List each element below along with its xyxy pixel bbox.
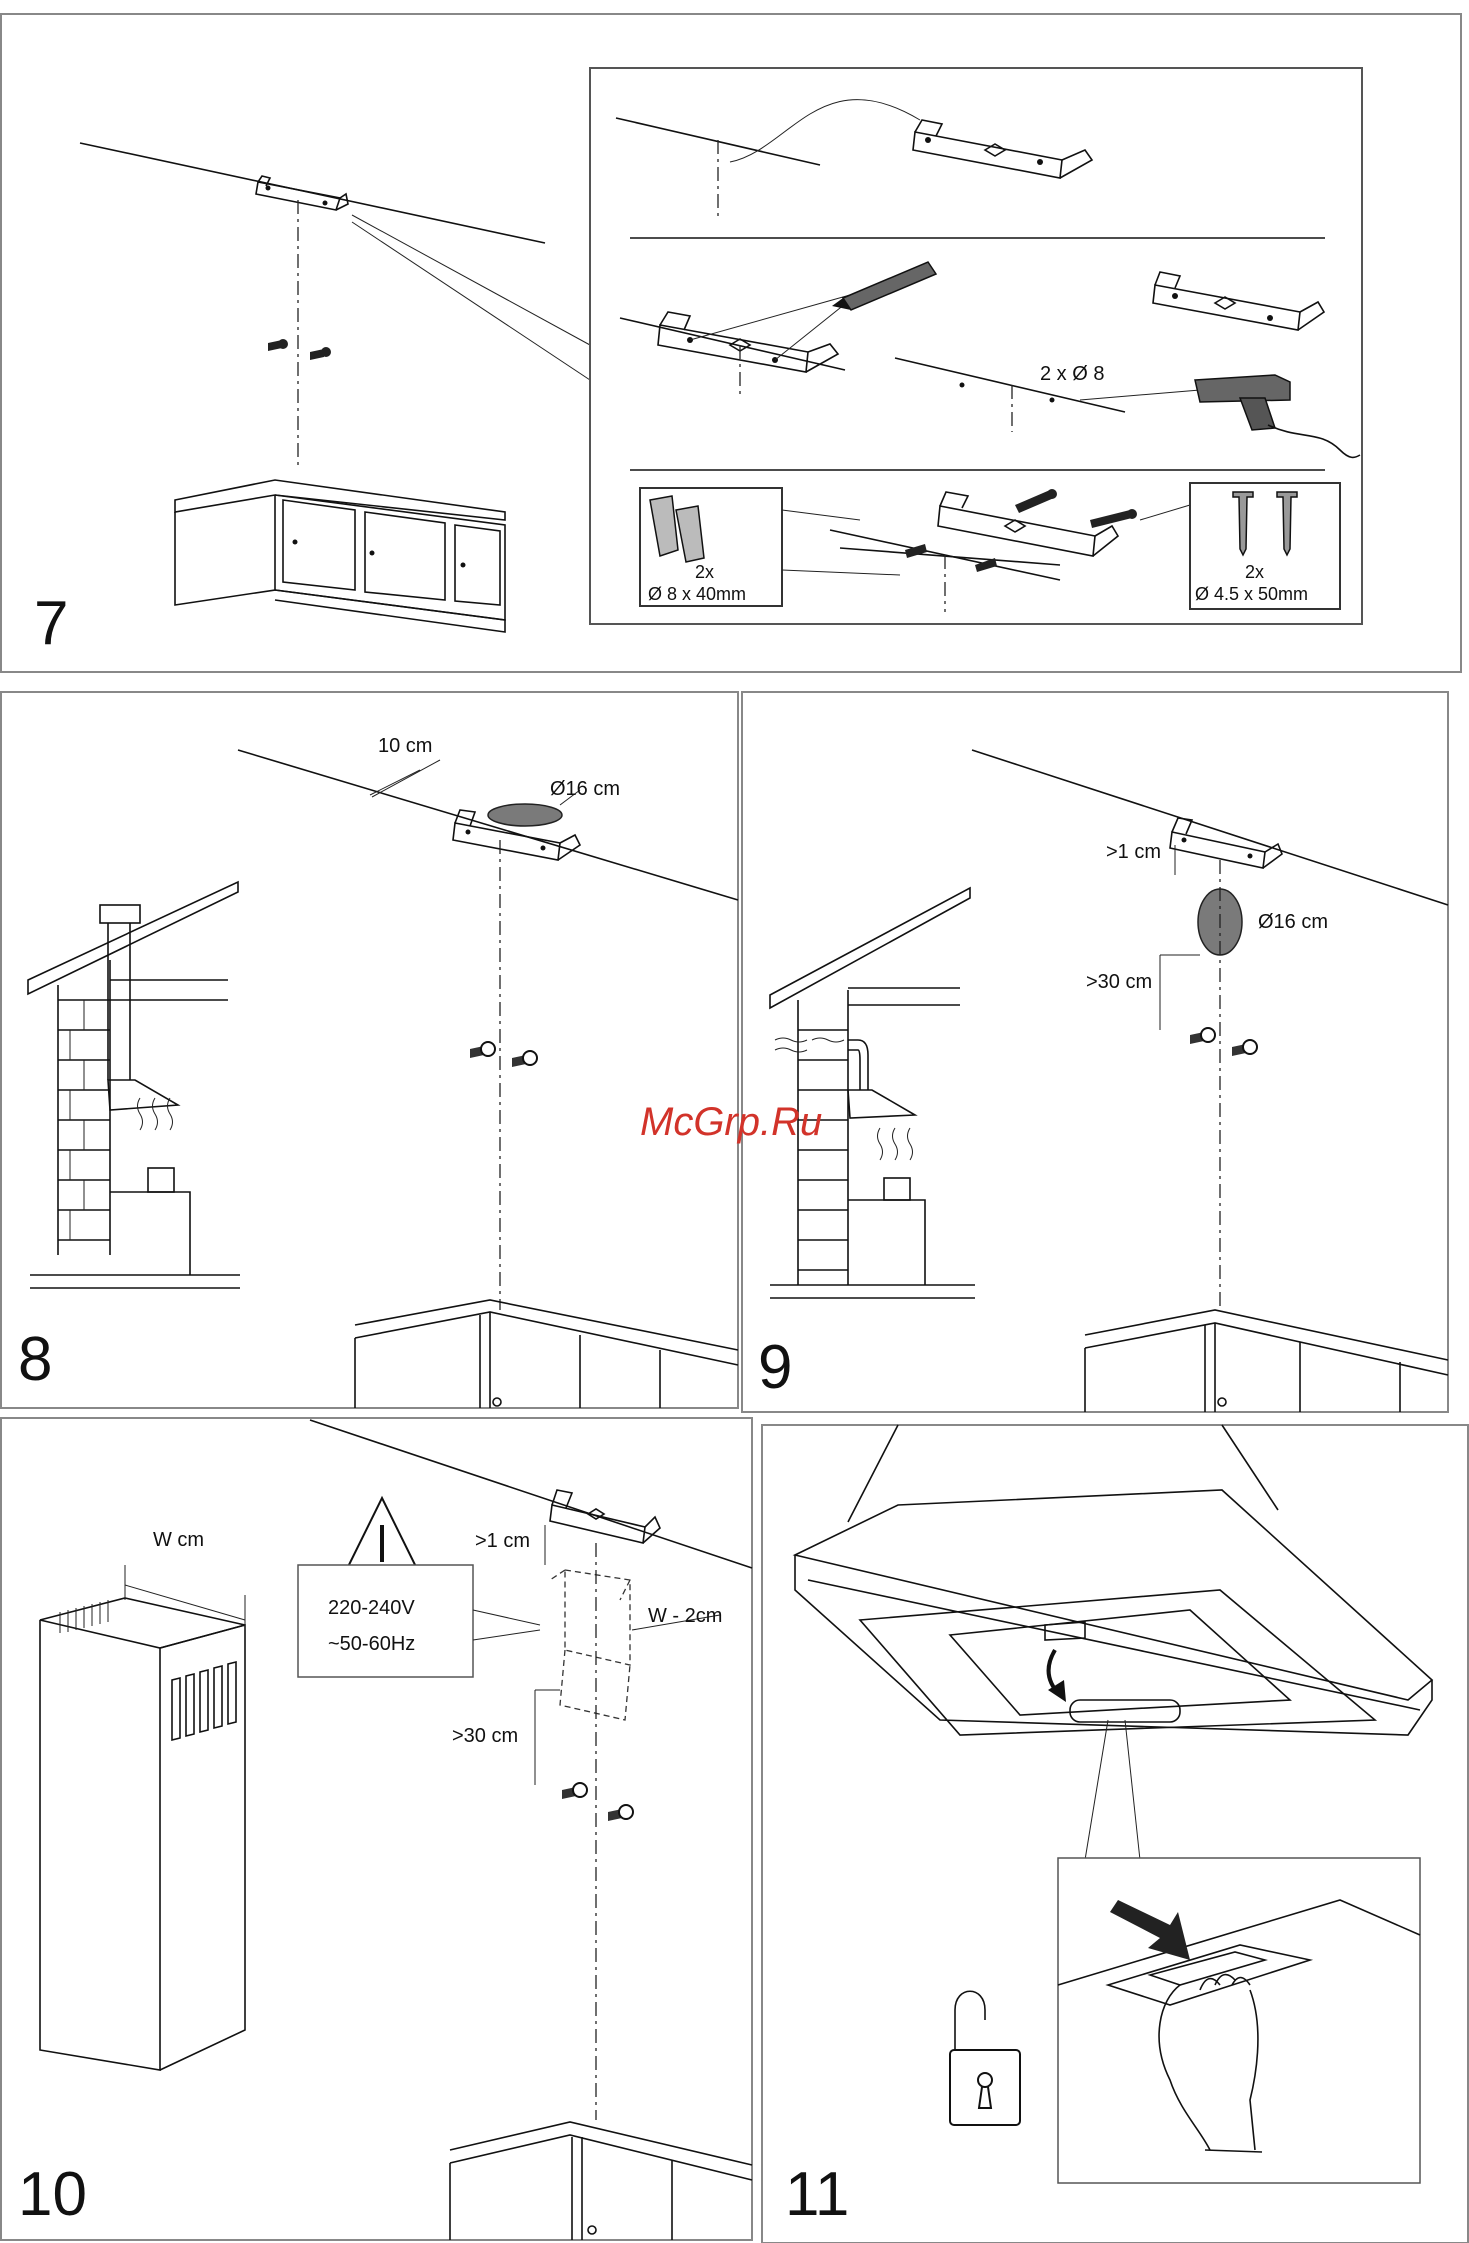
distance-label: >30 cm [452,1725,518,1747]
bracket-icon [256,176,348,210]
cabinet [450,2122,752,2240]
screw-icon [1190,1028,1257,1056]
screw-icon [268,339,331,360]
distance-label: >30 cm [1086,971,1152,993]
screws-qty-label: 2x [1245,562,1264,582]
gap-label: >1 cm [475,1530,530,1552]
cabinet [355,1300,738,1408]
step-number: 10 [18,2160,87,2229]
gap-label: >1 cm [1106,841,1161,863]
step-number: 7 [34,589,68,658]
chimney-cover [40,1598,245,2070]
box-width-label: W - 2cm [648,1605,722,1627]
step-7-panel: 7 [1,14,1461,672]
house-illustration [28,882,240,1288]
step-10-panel: W cm 220-240V ~50-60Hz >1 cm W - 2cm >30… [1,1418,752,2240]
screws-size-label: Ø 4.5 x 50mm [1195,584,1308,604]
step-number: 11 [785,2160,849,2229]
house-illustration [770,888,975,1298]
diameter-label: Ø16 cm [1258,911,1328,933]
offset-label: 10 cm [378,735,432,757]
diameter-label: Ø16 cm [550,778,620,800]
step-number: 8 [18,1325,52,1394]
bracket-icon [1170,818,1282,868]
voltage-label: 220-240V [328,1597,415,1619]
step-number: 9 [758,1333,792,1402]
screw-icon [562,1783,633,1821]
drill-size-label: 2 x Ø 8 [1040,363,1104,385]
screw-icon [470,1042,537,1067]
step-11-panel: 11 [762,1425,1468,2243]
zoom-detail [1058,1858,1420,2183]
step-7-detail: 2 x Ø 8 2x Ø 8 x 40mm [590,68,1362,624]
bracket-icon [550,1490,660,1543]
cabinet [175,480,505,632]
plugs-qty-label: 2x [695,562,714,582]
frequency-label: ~50-60Hz [328,1633,415,1655]
electric-box-area [550,1570,630,1720]
plugs-size-label: Ø 8 x 40mm [648,584,746,604]
step-9-panel: >1 cm Ø16 cm >30 cm [742,692,1448,1412]
width-label: W cm [153,1529,204,1551]
unlock-icon [950,1991,1020,2125]
duct-hole [488,804,562,826]
watermark: McGrp.Ru [640,1100,822,1144]
step-8-panel: 10 cm Ø16 cm [1,692,738,1408]
cabinet [1085,1310,1448,1412]
hood-illustration [795,1425,1432,1735]
